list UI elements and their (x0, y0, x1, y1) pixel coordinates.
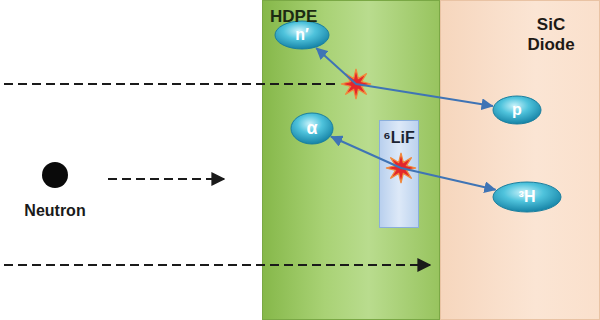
layer-label: SiC Diode (515, 15, 587, 54)
neutron-circle (42, 162, 68, 188)
hdpe-layer: HDPEn′ α ⁶LiF (262, 0, 440, 320)
particle-label: p (512, 101, 522, 119)
particle-label: n′ (295, 26, 309, 44)
particle-ellipse (493, 182, 561, 212)
particle-circle: p (492, 95, 542, 125)
neutron-symbol: Neutron (15, 160, 95, 223)
particle-ellipse (275, 21, 329, 49)
particle-ellipse (291, 113, 333, 144)
neutron-path-arrow (4, 264, 430, 266)
particle-circle: α (290, 112, 334, 145)
layer-label: HDPE (263, 1, 439, 33)
sic-diode-layer: SiC Diode p ³H (440, 0, 600, 320)
particle-label: α (306, 118, 317, 139)
particle-track (316, 48, 493, 106)
layer-label: ⁶LiF (383, 129, 414, 147)
particle-ellipse (493, 96, 541, 124)
particle-circle: ³H (492, 181, 562, 213)
neutron-path-dashed (4, 83, 340, 85)
neutron-path-arrow (108, 178, 224, 180)
neutron-label: Neutron (24, 202, 85, 220)
particle-track (331, 137, 496, 190)
particle-label: ³H (519, 188, 536, 206)
